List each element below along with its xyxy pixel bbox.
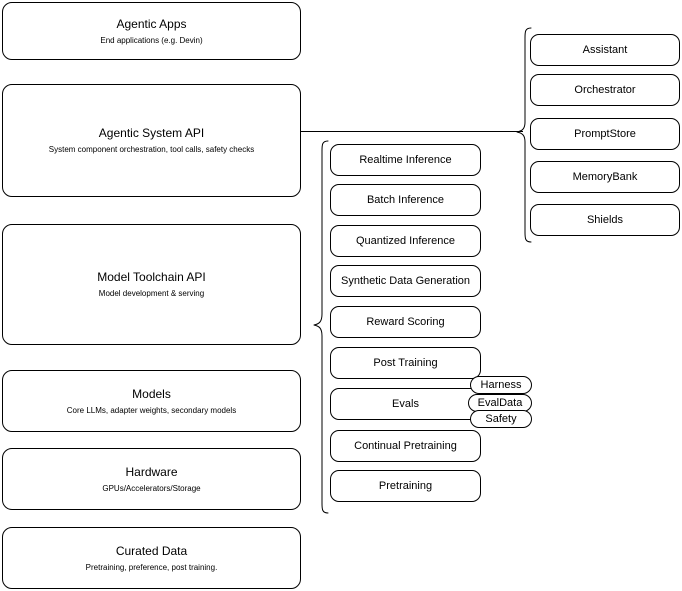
layer-hardware[interactable]: Hardware GPUs/Accelerators/Storage	[2, 448, 301, 510]
toolchain-item-continual-pretraining[interactable]: Continual Pretraining	[330, 430, 481, 462]
toolchain-item-realtime-inference[interactable]: Realtime Inference	[330, 144, 481, 176]
toolchain-item-label: Quantized Inference	[355, 235, 456, 247]
layer-model-toolchain-api[interactable]: Model Toolchain API Model development & …	[2, 224, 301, 345]
layer-title: Agentic Apps	[116, 16, 187, 31]
layer-title: Hardware	[125, 464, 178, 479]
layer-agentic-apps[interactable]: Agentic Apps End applications (e.g. Devi…	[2, 2, 301, 60]
agentic-component-promptstore[interactable]: PromptStore	[530, 118, 680, 150]
agentic-component-assistant[interactable]: Assistant	[530, 34, 680, 66]
layer-subtitle: System component orchestration, tool cal…	[48, 145, 255, 154]
agentic-component-label: MemoryBank	[572, 171, 638, 183]
connector-agentic-system-api-to-components	[301, 131, 523, 132]
toolchain-item-post-training[interactable]: Post Training	[330, 347, 481, 379]
toolchain-item-label: Synthetic Data Generation	[340, 275, 471, 287]
eval-tag-label: Safety	[485, 412, 517, 425]
toolchain-item-pretraining[interactable]: Pretraining	[330, 470, 481, 502]
agentic-component-memorybank[interactable]: MemoryBank	[530, 161, 680, 193]
eval-tag-label: Harness	[480, 378, 522, 391]
layer-models[interactable]: Models Core LLMs, adapter weights, secon…	[2, 370, 301, 432]
layer-subtitle: End applications (e.g. Devin)	[100, 35, 203, 45]
agentic-component-label: PromptStore	[574, 128, 636, 140]
toolchain-item-quantized-inference[interactable]: Quantized Inference	[330, 225, 481, 257]
layer-subtitle: Pretraining, preference, post training.	[85, 562, 218, 572]
agentic-component-shields[interactable]: Shields	[530, 204, 680, 236]
layer-title: Curated Data	[115, 543, 188, 558]
layer-curated-data[interactable]: Curated Data Pretraining, preference, po…	[2, 527, 301, 589]
toolchain-item-label: Evals	[392, 398, 419, 410]
brace-agentic-system-components	[515, 27, 533, 243]
layer-subtitle: Core LLMs, adapter weights, secondary mo…	[66, 405, 237, 415]
eval-tag-safety[interactable]: Safety	[470, 410, 532, 428]
toolchain-item-synthetic-data-generation[interactable]: Synthetic Data Generation	[330, 265, 481, 297]
layer-subtitle: GPUs/Accelerators/Storage	[102, 483, 201, 493]
layer-title: Agentic System API	[98, 126, 205, 140]
agentic-component-label: Orchestrator	[574, 84, 636, 96]
toolchain-item-label: Realtime Inference	[359, 154, 452, 166]
layer-title: Model Toolchain API	[97, 270, 206, 284]
toolchain-item-evals[interactable]: Evals	[330, 388, 481, 420]
layer-title: Models	[132, 386, 171, 401]
toolchain-item-label: Continual Pretraining	[354, 440, 457, 452]
toolchain-item-label: Pretraining	[378, 480, 433, 492]
agentic-component-label: Shields	[586, 214, 624, 226]
eval-tag-label: EvalData	[477, 396, 523, 409]
agentic-component-orchestrator[interactable]: Orchestrator	[530, 74, 680, 106]
brace-model-toolchain	[312, 140, 330, 514]
toolchain-item-reward-scoring[interactable]: Reward Scoring	[330, 306, 481, 338]
toolchain-item-label: Batch Inference	[366, 194, 445, 206]
layer-subtitle: Model development & serving	[98, 289, 205, 298]
layer-agentic-system-api[interactable]: Agentic System API System component orch…	[2, 84, 301, 197]
toolchain-item-label: Reward Scoring	[366, 316, 445, 328]
eval-tag-harness[interactable]: Harness	[470, 376, 532, 394]
toolchain-item-label: Post Training	[373, 357, 438, 369]
toolchain-item-batch-inference[interactable]: Batch Inference	[330, 184, 481, 216]
agentic-component-label: Assistant	[582, 44, 628, 56]
